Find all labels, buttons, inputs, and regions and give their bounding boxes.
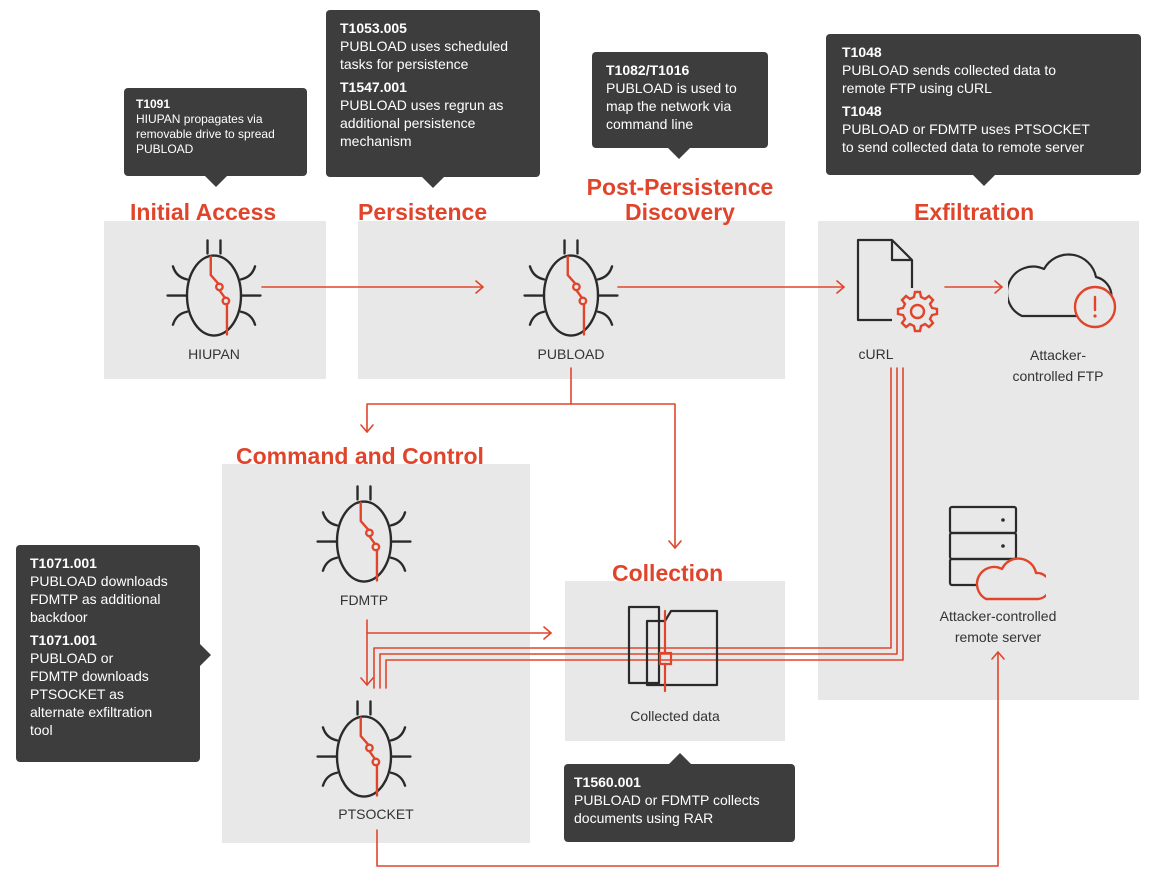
stage-title-discovery: Discovery — [625, 199, 735, 225]
server-cloud-icon — [948, 505, 1046, 601]
callout-collection-pointer — [669, 753, 691, 764]
callout-t1091-id: T1091 — [136, 97, 171, 111]
callout-c2-line: FDMTP as additional — [30, 591, 161, 607]
callout-command-and-control-pointer — [200, 644, 211, 666]
collection-panel — [565, 581, 785, 741]
stage-title-initial-access: Initial Access — [130, 199, 277, 225]
ptsocket-bug-icon — [316, 700, 412, 798]
initial-access-panel — [104, 221, 326, 379]
ftp-label: Attacker- controlled FTP — [998, 345, 1118, 387]
callout-c2-id1: T1071.001 — [30, 555, 97, 571]
callout-collection-id: T1560.001 — [574, 774, 641, 790]
remote-server-label-line1: Attacker-controlled — [939, 608, 1057, 624]
ftp-label-line1: Attacker- — [1029, 347, 1086, 363]
ftp-cloud-alert-icon — [1008, 253, 1117, 329]
callout-t1091-line: removable drive to spread — [136, 127, 275, 141]
callout-persistence-line: PUBLOAD uses regrun as — [340, 97, 504, 113]
callout-persistence-id1: T1053.005 — [340, 20, 407, 36]
callout-collection-line: PUBLOAD or FDMTP collects — [574, 792, 760, 808]
stage-title-post-persistence: Post-Persistence — [586, 174, 774, 200]
callout-discovery-line: PUBLOAD is used to — [606, 80, 737, 96]
callout-c2-line: tool — [30, 722, 53, 738]
fdmtp-bug-icon — [316, 485, 412, 583]
callout-exfiltration-id1: T1048 — [842, 44, 882, 60]
fdmtp-label: FDMTP — [339, 592, 389, 608]
callout-persistence-pointer — [422, 177, 444, 188]
stage-title-persistence: Persistence — [358, 199, 488, 225]
collected-data-label: Collected data — [630, 708, 720, 724]
callout-t1091-line: PUBLOAD — [136, 142, 194, 156]
collected-data-folder-icon — [627, 605, 719, 693]
callout-t1091-line: HIUPAN propagates via — [136, 112, 263, 126]
callout-c2-line: PTSOCKET as — [30, 686, 124, 702]
callout-exfiltration-line: PUBLOAD or FDMTP uses PTSOCKET — [842, 121, 1090, 137]
hiupan-bug-icon — [166, 239, 262, 337]
stage-title-exfiltration: Exfiltration — [914, 199, 1035, 225]
callout-collection-line: documents using RAR — [574, 810, 714, 826]
callout-c2-id2: T1071.001 — [30, 632, 97, 648]
callout-persistence-line: tasks for persistence — [340, 56, 469, 72]
callout-t1091-pointer — [205, 176, 227, 187]
hiupan-label: HIUPAN — [188, 346, 240, 362]
stage-title-command-and-control: Command and Control — [236, 443, 484, 469]
callout-persistence-id2: T1547.001 — [340, 79, 407, 95]
ftp-label-line2: controlled FTP — [1012, 368, 1104, 384]
remote-server-label-line2: remote server — [954, 629, 1042, 645]
callout-c2-line: PUBLOAD or — [30, 650, 114, 666]
callout-exfiltration-line: to send collected data to remote server — [842, 139, 1085, 155]
callout-discovery: T1082/T1016 PUBLOAD is used to map the n… — [592, 52, 768, 148]
callout-c2-line: PUBLOAD downloads — [30, 573, 168, 589]
callout-exfiltration-id2: T1048 — [842, 103, 882, 119]
callout-exfiltration-line: PUBLOAD sends collected data to — [842, 62, 1057, 78]
callout-exfiltration-pointer — [973, 175, 995, 186]
callout-persistence-line: PUBLOAD uses scheduled — [340, 38, 509, 54]
pubload-bug-icon — [523, 239, 619, 337]
curl-label: cURL — [858, 346, 894, 362]
ptsocket-label: PTSOCKET — [338, 806, 414, 822]
callout-exfiltration: T1048 PUBLOAD sends collected data to re… — [826, 34, 1141, 175]
callout-discovery-line: map the network via — [606, 98, 732, 114]
callout-collection: T1560.001 PUBLOAD or FDMTP collects docu… — [564, 764, 795, 842]
callout-c2-line: alternate exfiltration — [30, 704, 153, 720]
callout-c2-line: FDMTP downloads — [30, 668, 149, 684]
curl-document-gear-icon — [856, 238, 939, 334]
callout-persistence: T1053.005 PUBLOAD uses scheduled tasks f… — [326, 10, 540, 177]
callout-persistence-line: additional persistence — [340, 115, 476, 131]
callout-t1091: T1091 HIUPAN propagates via removable dr… — [124, 88, 307, 176]
callout-discovery-pointer — [668, 148, 690, 159]
callout-c2-line: backdoor — [30, 609, 88, 625]
callout-discovery-id: T1082/T1016 — [606, 62, 690, 78]
callout-exfiltration-line: remote FTP using cURL — [842, 80, 992, 96]
pubload-label: PUBLOAD — [537, 346, 605, 362]
callout-command-and-control: T1071.001 PUBLOAD downloads FDMTP as add… — [16, 545, 200, 762]
persistence-panel — [358, 221, 785, 379]
stage-title-collection: Collection — [612, 560, 724, 586]
remote-server-label: Attacker-controlled remote server — [908, 606, 1088, 648]
callout-discovery-line: command line — [606, 116, 694, 132]
callout-persistence-line: mechanism — [340, 133, 412, 149]
